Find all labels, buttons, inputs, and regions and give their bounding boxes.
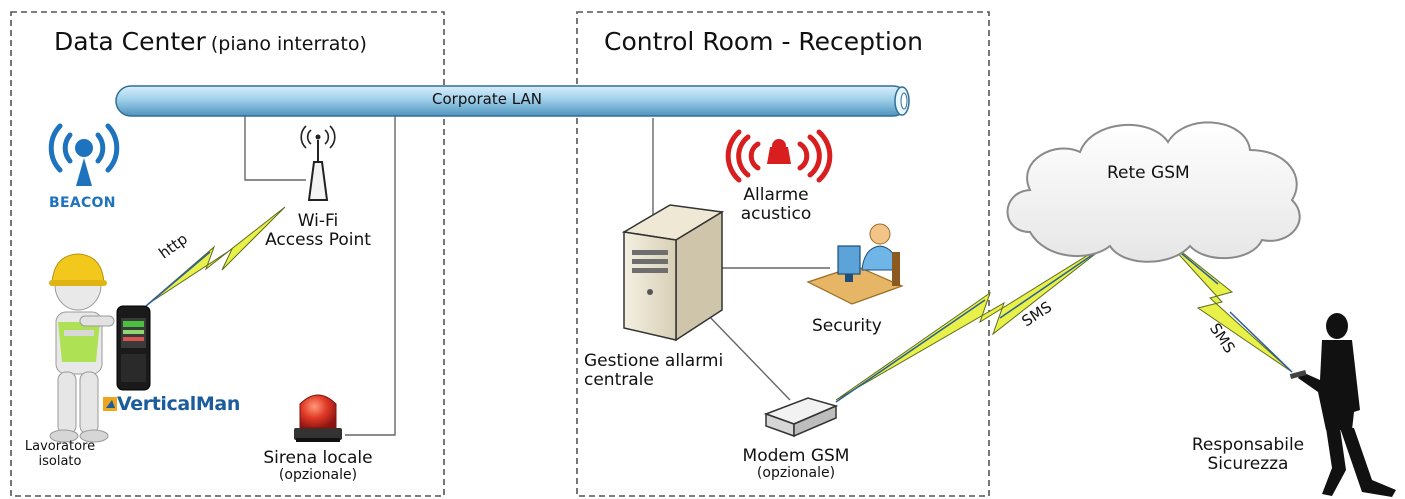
corporate-lan-label: Corporate LAN: [432, 90, 542, 108]
alarm-label-line1: Allarme: [743, 185, 809, 205]
alarm-label-line2: acustico: [740, 204, 812, 225]
corporate-lan-pipe: [115, 85, 910, 117]
modem-label-line2: (opzionale): [756, 465, 836, 482]
beacon-label: BEACON: [49, 195, 116, 211]
control-room-title: Control Room - Reception: [604, 27, 923, 56]
control-room-zone: [576, 11, 990, 497]
lightning-http: [147, 206, 286, 305]
data-center-zone: [10, 11, 445, 497]
worker-label-line1: Lavoratore: [24, 439, 96, 454]
modem-label: Modem GSM (opzionale): [728, 446, 864, 482]
gsm-modem-icon: [763, 397, 839, 438]
verticalman-logo-mark: [103, 397, 117, 411]
siren-label-line2: (opzionale): [278, 467, 358, 484]
siren-label: Sirena locale (opzionale): [250, 448, 386, 484]
beacon-icon: [48, 123, 120, 186]
server-icon: [621, 204, 725, 342]
verticalman-brand: VerticalMan: [117, 393, 240, 415]
access-point-icon: [300, 125, 336, 201]
wiring: [244, 115, 830, 436]
responsible-person-silhouette: [1289, 313, 1396, 497]
access-point-label: Wi-Fi Access Point: [252, 211, 384, 251]
worker-label-line2: isolato: [38, 453, 82, 469]
server-label-line2: centrale: [584, 370, 654, 391]
siren-label-line1: Sirena locale: [263, 448, 373, 468]
access-point-label-line2: Access Point: [265, 230, 371, 251]
server-label-line1: Gestione allarmi: [584, 351, 724, 371]
data-center-title-text: Data Center: [54, 27, 206, 56]
manager-label-line2: Sicurezza: [1207, 454, 1289, 475]
access-point-label-line1: Wi-Fi: [297, 211, 339, 231]
gsm-cloud: [1006, 121, 1301, 263]
gsm-cloud-label: Rete GSM: [1107, 163, 1190, 183]
manager-label: Responsabile Sicurezza: [1184, 435, 1312, 475]
security-label: Security: [812, 316, 882, 336]
handheld-device-icon: [116, 305, 151, 391]
data-center-title: Data Center (piano interrato): [54, 28, 367, 56]
security-operator-icon: [806, 223, 904, 305]
acoustic-alarm-icon: [725, 129, 833, 183]
server-label: Gestione allarmi centrale: [584, 351, 724, 391]
worker-label: Lavoratore isolato: [24, 439, 96, 469]
data-center-subtitle: (piano interrato): [210, 33, 367, 55]
modem-label-line1: Modem GSM: [742, 446, 850, 466]
manager-label-line1: Responsabile: [1191, 435, 1305, 455]
alarm-label: Allarme acustico: [728, 185, 824, 225]
worker-figure: [49, 253, 115, 443]
siren-icon: [294, 394, 342, 442]
